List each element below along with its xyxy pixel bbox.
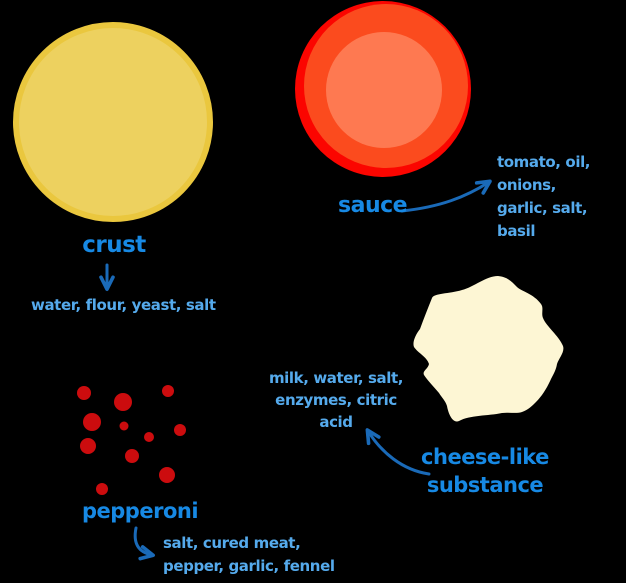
crust-shape: [13, 22, 213, 222]
pepperoni-arrow-icon: [133, 526, 155, 561]
pepperoni-ingredients-text: salt, cured meat, pepper, garlic, fennel: [163, 534, 335, 575]
crust-label: crust: [82, 232, 146, 258]
pepperoni-dots: [77, 385, 186, 495]
crust-ingredients-text: water, flour, yeast, salt: [31, 296, 216, 314]
pepperoni-label: pepperoni: [82, 499, 199, 523]
sauce-shape: [295, 1, 471, 177]
sauce-label: sauce: [338, 193, 408, 218]
cheese-shape: [413, 276, 564, 422]
sauce-ingredients-text: tomato, oil, onions, garlic, salt, basil: [497, 153, 591, 240]
cheese-label: cheese-like substance: [421, 445, 549, 497]
cheese-arrow-icon: [365, 428, 431, 476]
cheese-ingredients-text: milk, water, salt, enzymes, citric acid: [268, 369, 404, 431]
sauce-arrow-icon: [400, 179, 492, 213]
